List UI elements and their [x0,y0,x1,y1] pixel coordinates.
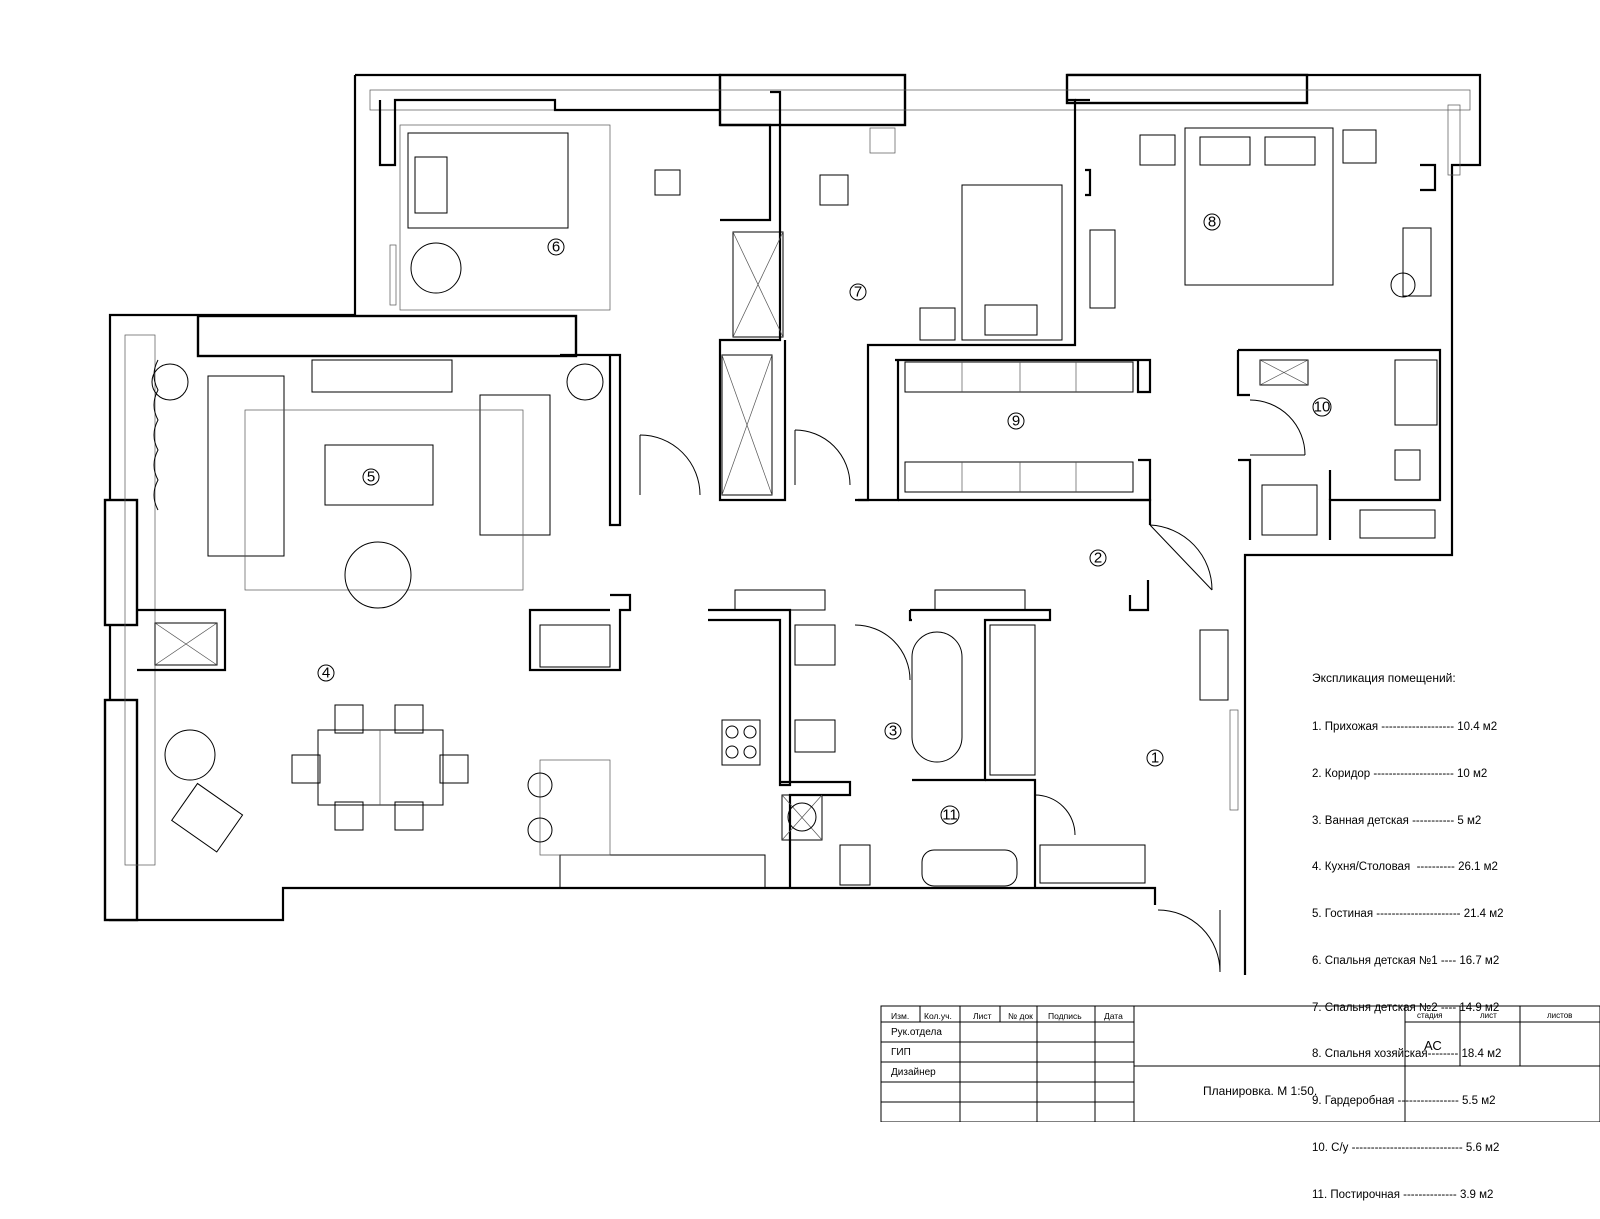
column-west-1 [103,498,139,627]
stamp-role-head: Рук.отдела [891,1027,942,1038]
room-number-2: 2 [1094,550,1102,567]
column-west-2 [103,698,139,922]
floor-plan-drawing: 1 2 3 4 5 6 7 8 9 10 11 [103,73,1600,1122]
legend-item: 3. Ванная детская ----------- 5 м2 [1312,814,1482,827]
legend-item: 11. Постирочная -------------- 3.9 м2 [1312,1188,1494,1201]
room-number-1: 1 [1151,750,1159,767]
legend-title: Экспликация помещений: [1312,671,1456,686]
stamp-role-gip: ГИП [891,1047,911,1058]
room-number-5: 5 [367,469,375,486]
bed-room6 [407,132,569,229]
room-number-4: 4 [322,665,330,682]
column-top-2 [1065,73,1309,105]
stamp-sheets-head: листов [1547,1011,1573,1020]
room-labels: 1 2 3 4 5 6 7 8 9 10 11 [317,213,1332,825]
legend-item: 9. Гардеробная ---------------- 5.5 м2 [1312,1095,1496,1108]
beam-living [196,314,578,358]
interior-walls [137,90,1442,888]
stamp-header-izm: Изм. [891,1011,910,1021]
legend-item: 7. Спальня детская №2 ---- 14.9 м2 [1312,1001,1500,1014]
bathtub [911,631,963,763]
sofa-left [207,375,285,557]
doors [639,399,1306,973]
sofa-right [479,394,551,536]
room-number-3: 3 [889,723,897,740]
stamp-header-doc: № док [1008,1011,1033,1021]
bed-room7 [961,184,1063,341]
legend-item: 1. Прихожая ------------------- 10.4 м2 [1312,720,1498,733]
legend-item: 10. С/у ----------------------------- 5.… [1312,1142,1500,1154]
room-number-8: 8 [1208,214,1216,231]
legend-item: 6. Спальня детская №1 ---- 16.7 м2 [1312,954,1500,967]
title-block-frame [880,1005,1600,1122]
stamp-header-kol: Кол.уч. [924,1011,952,1021]
stamp-header-date: Дата [1104,1011,1123,1021]
dining-table [317,729,444,806]
chair-round-room6 [410,242,462,294]
legend-item: 2. Коридор --------------------- 10 м2 [1312,767,1488,780]
outer-walls [103,73,1482,975]
stamp-stage-head: стадия [1417,1011,1443,1020]
room-legend: Экспликация помещений: 1. Прихожая -----… [1312,640,1504,1219]
legend-item: 8. Спальня хозяйская-------- 18.4 м2 [1312,1048,1502,1061]
stamp-sheet-head: лист [1480,1011,1497,1020]
room-number-11: 11 [942,807,958,824]
room-number-10: 10 [1314,399,1331,416]
bed-room8 [1184,127,1334,286]
drawing-title: Планировка. М 1:50. [1203,1084,1318,1098]
stamp-header-sign: Подпись [1048,1011,1082,1021]
room-number-6: 6 [552,239,560,256]
room-number-7: 7 [854,284,862,301]
room-number-9: 9 [1012,413,1020,430]
legend-item: 5. Гостиная ---------------------- 21.4 … [1312,908,1504,921]
stamp-stage-value: АС [1424,1038,1442,1053]
coffee-table [324,444,434,506]
stamp-role-designer: Дизайнер [891,1067,936,1078]
furniture [151,124,1438,889]
stamp-header-list: Лист [973,1011,992,1021]
legend-item: 4. Кухня/Столовая ---------- 26.1 м2 [1312,861,1498,874]
column-top-1 [718,73,907,127]
